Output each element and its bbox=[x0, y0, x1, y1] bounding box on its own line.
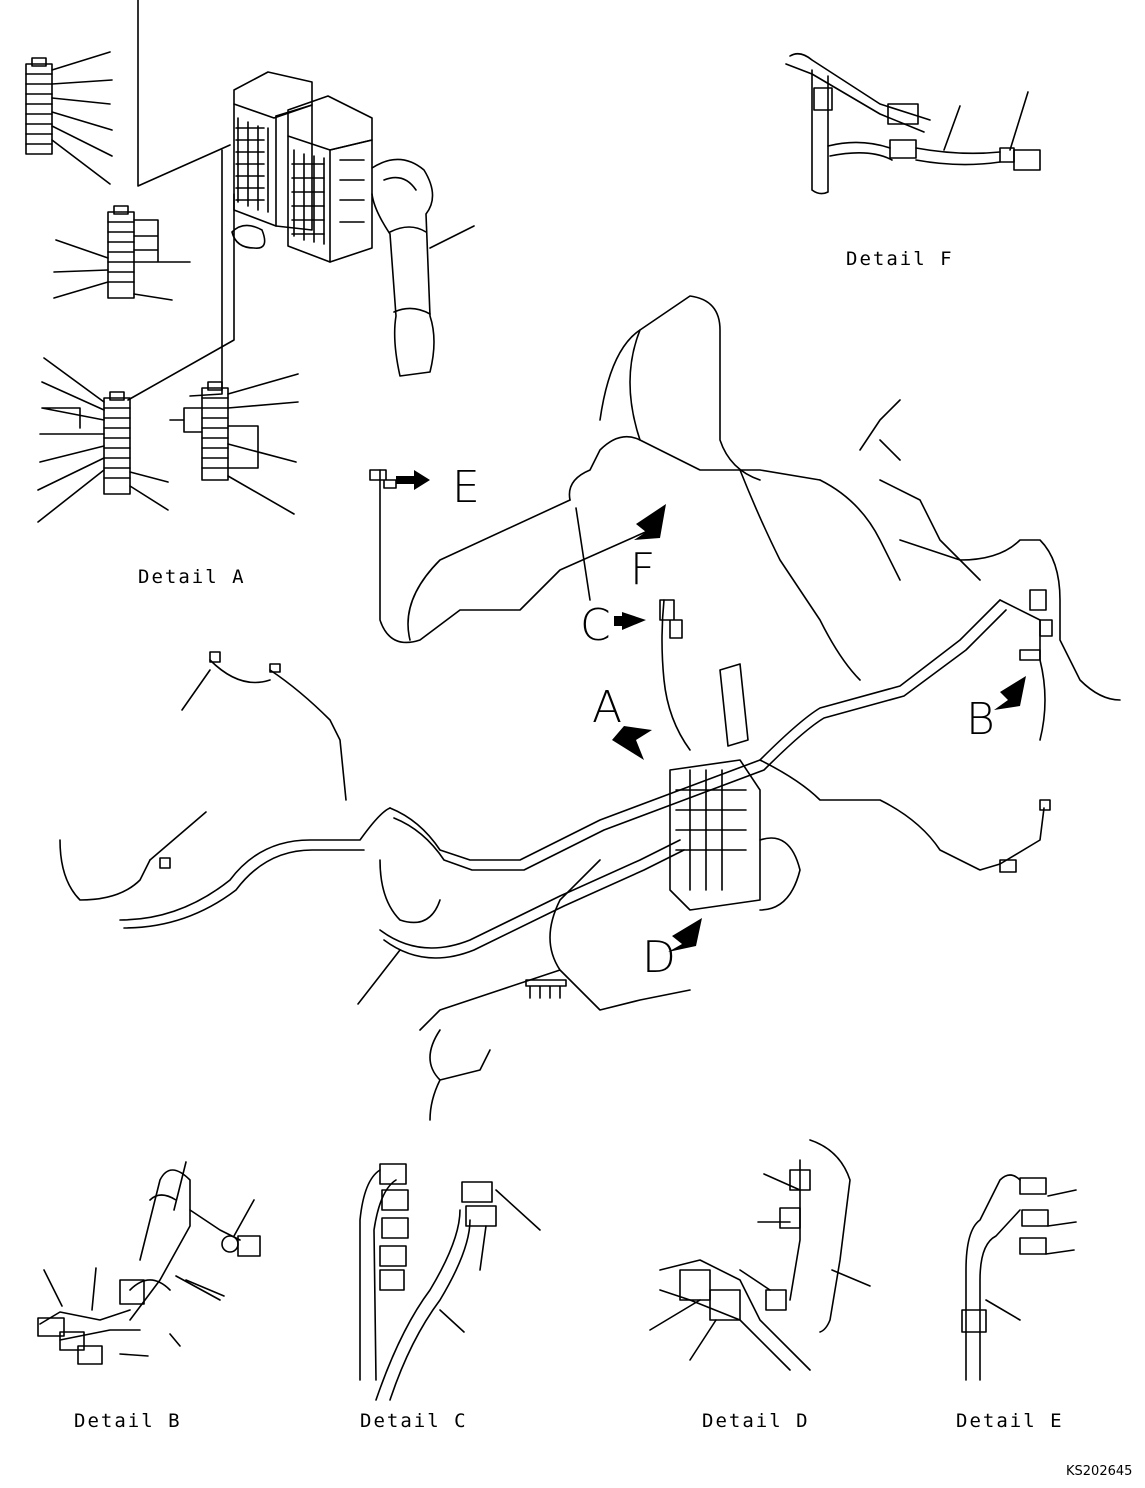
fuse-box bbox=[232, 72, 372, 262]
detail-e-drawing bbox=[962, 1175, 1076, 1380]
detail-c-drawing bbox=[360, 1164, 540, 1400]
callout-c: C bbox=[580, 600, 611, 651]
detail-d-drawing bbox=[650, 1140, 870, 1370]
detail-a-label: Detail A bbox=[138, 566, 246, 588]
main-harness bbox=[60, 296, 1120, 1120]
arrow-icon bbox=[396, 470, 1026, 952]
callout-e: E bbox=[452, 462, 480, 513]
detail-d-label: Detail D bbox=[702, 1410, 810, 1432]
detail-f-label: Detail F bbox=[846, 248, 954, 270]
callout-b: B bbox=[966, 694, 995, 745]
detail-e-label: Detail E bbox=[956, 1410, 1064, 1432]
connector-icon bbox=[202, 382, 228, 480]
callout-f: F bbox=[630, 544, 656, 595]
callout-d: D bbox=[642, 932, 676, 983]
drawing-code: KS202645 bbox=[1066, 1464, 1133, 1479]
detail-b-drawing bbox=[38, 1162, 260, 1364]
detail-c-label: Detail C bbox=[360, 1410, 468, 1432]
detail-a-drawing bbox=[26, 0, 474, 522]
callout-a: A bbox=[592, 682, 623, 733]
detail-b-label: Detail B bbox=[74, 1410, 182, 1432]
connector-icon bbox=[104, 392, 130, 494]
center-fuse-box bbox=[670, 664, 800, 910]
connector-icon bbox=[26, 58, 52, 154]
detail-f-drawing bbox=[786, 54, 1040, 194]
connector-icon bbox=[108, 206, 134, 298]
